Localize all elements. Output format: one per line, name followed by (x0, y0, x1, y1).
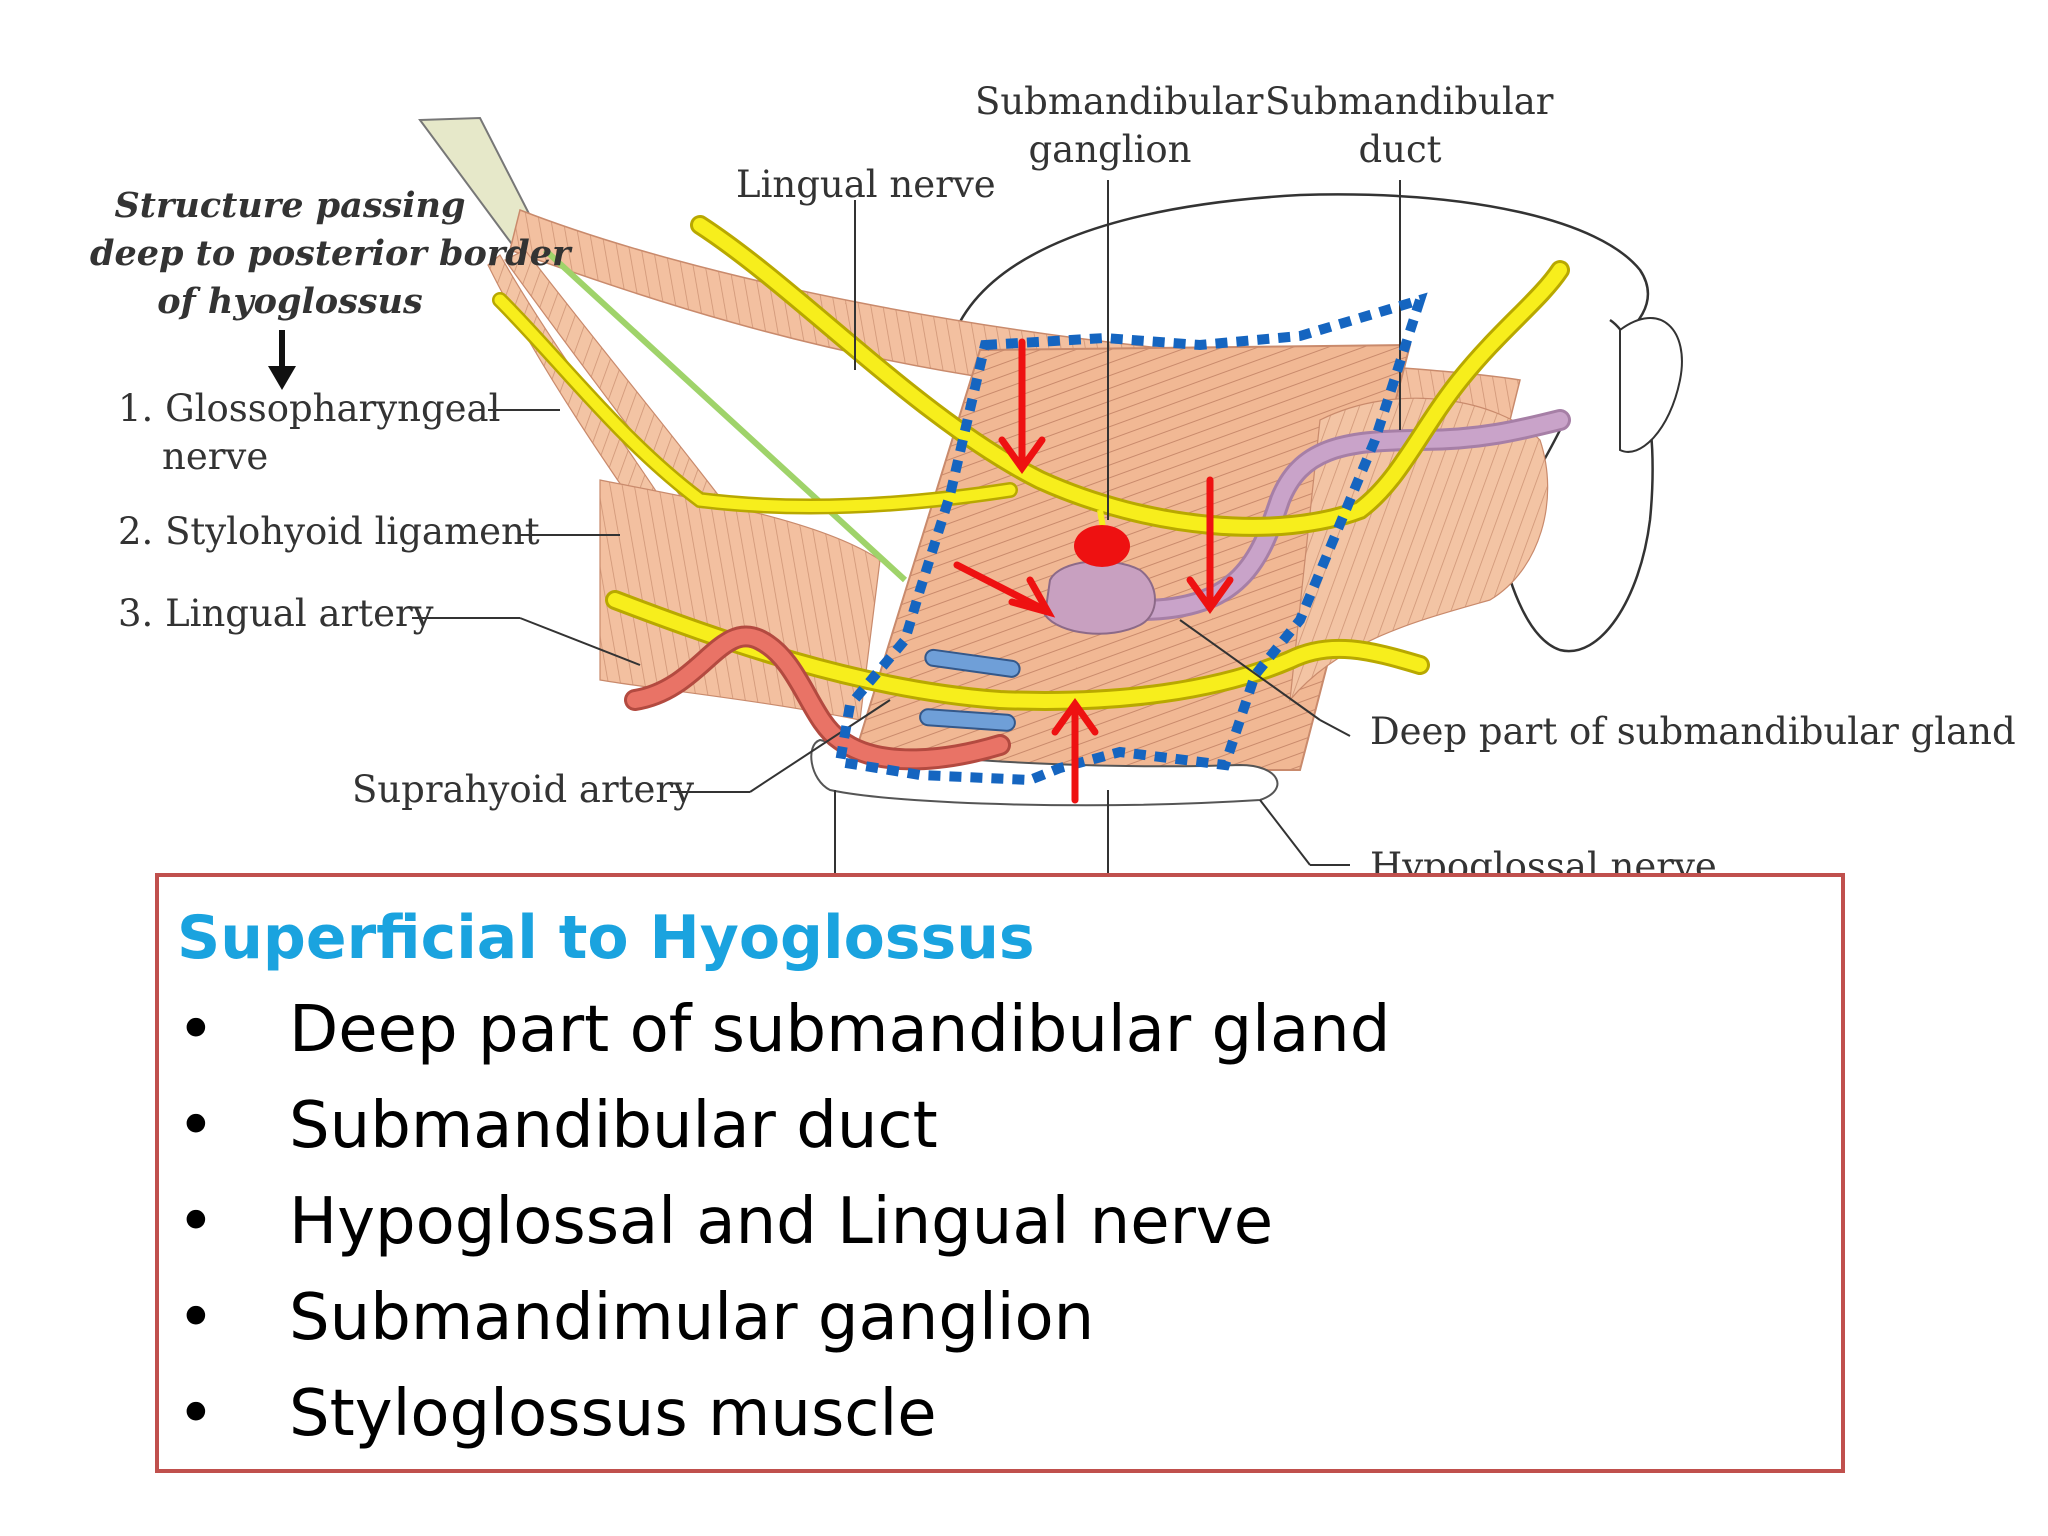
highlight-region (834, 292, 1428, 786)
bullet-dot: • (177, 993, 215, 1067)
bullet-dot: • (177, 1185, 215, 1259)
list-item-text: Styloglossus muscle (289, 1377, 937, 1451)
list-item-text: Deep part of submandibular gland (289, 993, 1391, 1067)
structure-heading-line3: of hyoglossus (157, 281, 423, 322)
heading-arrow-head (268, 366, 296, 390)
bullet-dot: • (177, 1281, 215, 1355)
red-arrow-4-head (1051, 697, 1099, 736)
summary-title: Superficial to Hyoglossus (177, 903, 1035, 973)
summary-textbox: Superficial to Hyoglossus • Deep part of… (155, 873, 1845, 1473)
red-arrow-3-shaft (953, 561, 1049, 614)
list-item-text: Submandimular ganglion (289, 1281, 1095, 1355)
suprahyoid-artery-label: Suprahyoid artery (352, 768, 694, 811)
list-item-text: Submandibular duct (289, 1089, 938, 1163)
submandibular-duct-label: Submandibular duct (1265, 78, 1554, 174)
ganglion-marker-dot (1074, 525, 1130, 567)
stylohyoid-label: 2. Stylohyoid ligament (118, 510, 540, 553)
list-item-text: Hypoglossal and Lingual nerve (289, 1185, 1274, 1259)
tongue-outline (948, 193, 1650, 352)
submandibular-gland-deep (1043, 560, 1156, 635)
bullet-dot: • (177, 1089, 215, 1163)
red-arrow-1-head (998, 436, 1046, 475)
bullet-dot: • (177, 1377, 215, 1451)
submandibular-duct-label-line1: Submandibular (1265, 80, 1554, 123)
red-arrow-2-head (1186, 576, 1234, 615)
structure-heading-line1: Structure passing (114, 185, 466, 226)
lingual-artery-label: 3. Lingual artery (118, 592, 434, 635)
submandibular-duct-label-line2: duct (1358, 128, 1442, 171)
vena-comitans-lower (919, 708, 1016, 732)
structure-heading: Structure passing deep to posterior bord… (90, 182, 571, 326)
anatomy-diagram (268, 116, 1683, 875)
structure-heading-line2: deep to posterior border (90, 233, 571, 274)
deep-part-gland-label: Deep part of submandibular gland (1370, 710, 2016, 753)
incisor-tooth (1619, 317, 1683, 453)
submandibular-ganglion-label-line2: ganglion (1028, 128, 1192, 171)
red-arrow-3-head (1008, 576, 1056, 618)
vena-comitans-upper (924, 648, 1021, 678)
submandibular-ganglion-label: Submandibular ganglion (975, 78, 1264, 174)
stylohyoid-ligament (542, 247, 908, 583)
glossopharyngeal-label-line1: 1. Glossopharyngeal (118, 387, 501, 430)
glossopharyngeal-label: 1. Glossopharyngeal nerve (118, 385, 500, 481)
lingual-nerve-label: Lingual nerve (736, 163, 996, 206)
submandibular-ganglion-label-line1: Submandibular (975, 80, 1264, 123)
glossopharyngeal-label-line2: nerve (162, 435, 269, 478)
